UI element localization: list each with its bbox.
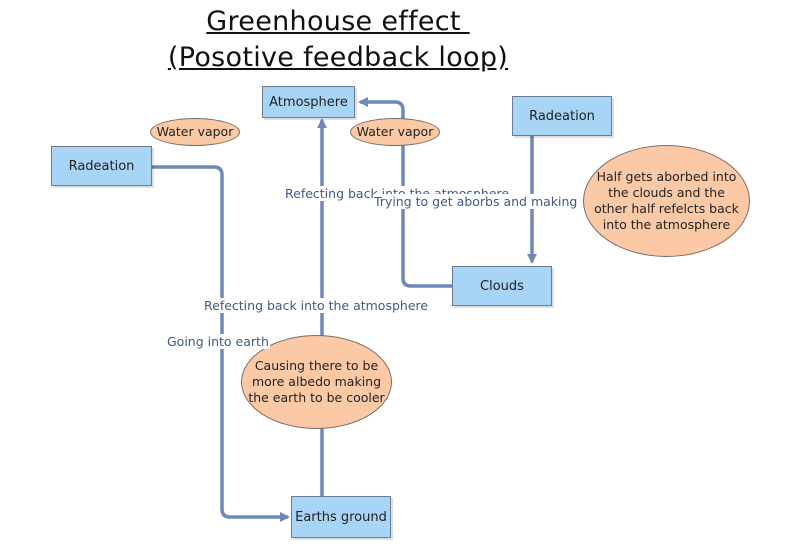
node-radeation-right: Radeation <box>512 96 612 136</box>
oval-half-absorbed: Half gets aborbed into the clouds and th… <box>583 145 750 257</box>
oval-water-vapor-right-label: Water vapor <box>356 123 434 139</box>
diagram-title-line-2: (Posotive feedback loop) <box>167 42 509 73</box>
oval-albedo-label: Causing there to be more albedo making t… <box>248 357 385 406</box>
oval-water-vapor-left: Water vapor <box>150 118 240 146</box>
node-clouds: Clouds <box>452 266 552 306</box>
diagram-title-line-1: Greenhouse effect <box>206 6 470 37</box>
edge-label-trying-absorb: Trying to get aborbs and making <box>373 194 579 209</box>
node-earths-ground-label: Earths ground <box>295 509 387 525</box>
oval-albedo: Causing there to be more albedo making t… <box>241 335 392 429</box>
edge-label-reflecting-lower: Refecting back into the atmosphere <box>203 298 430 313</box>
node-radeation-right-label: Radeation <box>529 108 595 124</box>
oval-water-vapor-right: Water vapor <box>350 118 440 146</box>
node-earths-ground: Earths ground <box>291 496 391 538</box>
node-radeation-left: Radeation <box>51 146 152 186</box>
node-atmosphere-label: Atmosphere <box>269 94 348 110</box>
node-clouds-label: Clouds <box>480 278 524 294</box>
oval-water-vapor-left-label: Water vapor <box>156 123 234 139</box>
edge-label-going-into-earth: Going into earth <box>166 334 270 349</box>
node-atmosphere: Atmosphere <box>262 86 355 118</box>
oval-half-absorbed-label: Half gets aborbed into the clouds and th… <box>594 168 739 233</box>
node-radeation-left-label: Radeation <box>68 158 135 174</box>
